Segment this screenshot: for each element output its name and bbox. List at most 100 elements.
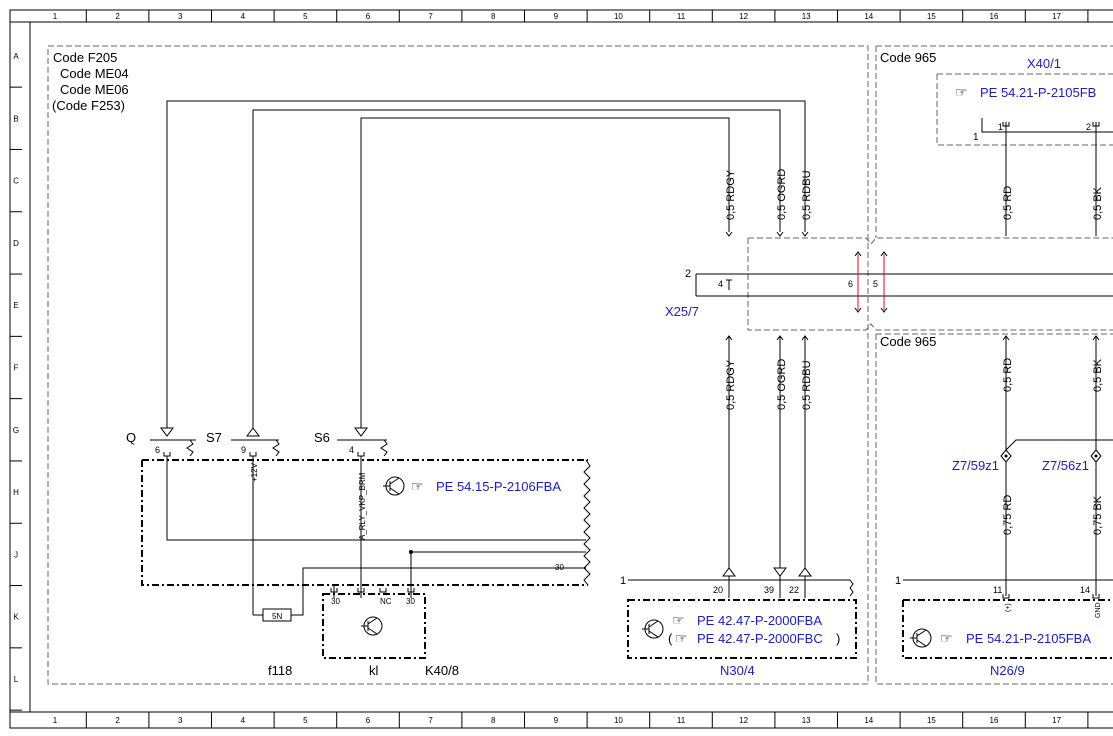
z7-56z1-splice-dot [1094, 454, 1098, 458]
fuse-f118-icon [262, 608, 292, 622]
reference-hand-icon: ☞ [955, 84, 968, 100]
switch-s6-label: S6 [314, 430, 330, 445]
column-label: 12 [739, 12, 748, 21]
wire-label-rd-lower: 0,75 RD [1002, 495, 1014, 535]
column-label: 11 [677, 716, 686, 725]
reference-paren-open: ( [668, 631, 673, 646]
fuse-rating-label: 5N [272, 612, 282, 621]
relay-pin-sockets [330, 588, 415, 593]
code-f253-label: (Code F253) [52, 98, 125, 113]
x40-1-pin2-label: 2 [1086, 122, 1091, 132]
x40-1-connector-border [936, 73, 1113, 146]
column-label: 3 [178, 12, 183, 21]
wire-label-rdgy-bottom: 0,5 RDGY [725, 359, 737, 410]
transistor-icon [383, 476, 405, 496]
transistor-icon [361, 616, 383, 636]
code-f205-label: Code F205 [53, 50, 117, 65]
transistor-icon [910, 628, 932, 648]
x25-7-bridge-terminals [854, 251, 888, 313]
reference-link-2000fbc[interactable]: PE 42.47-P-2000FBC [697, 631, 823, 646]
n26-9-pin14-label: 14 [1080, 585, 1090, 595]
row-label: C [13, 177, 19, 186]
n30-4-break-mark [849, 579, 854, 597]
reference-link-2105fba[interactable]: PE 54.21-P-2105FBA [966, 631, 1091, 646]
n26-9-label: N26/9 [990, 663, 1025, 678]
n26-9-plus-signal: (+) [1005, 603, 1012, 612]
column-label: 5 [303, 716, 308, 725]
relay-kl-label: kl [369, 663, 379, 678]
row-label: H [13, 488, 19, 497]
column-label: 5 [303, 12, 308, 21]
top-wire-terminals [725, 231, 809, 237]
n26-9-module-border [902, 599, 1113, 659]
control-unit-break-mark [583, 459, 591, 586]
mid-wire-terminals [725, 335, 809, 341]
wire-label-ogrd-bottom: 0,5 OGRD [776, 359, 788, 410]
n30-4-label: N30/4 [720, 663, 755, 678]
column-label: 8 [491, 12, 496, 21]
wire-ogrd-top [252, 109, 781, 428]
reference-hand-icon: ☞ [672, 612, 685, 628]
relay-k40-8-label: K40/8 [425, 663, 459, 678]
reference-hand-icon: ☞ [675, 630, 688, 646]
wire-30-feed [302, 567, 586, 598]
code-965-bottom-label: Code 965 [880, 334, 936, 349]
column-label: 4 [241, 12, 246, 21]
wire-q-to-unit [166, 456, 586, 541]
x25-7-pin4-socket [726, 279, 732, 290]
column-label: 3 [178, 716, 183, 725]
column-label: 10 [614, 716, 623, 725]
code-965-top-label: Code 965 [880, 50, 936, 65]
switch-s7-arrow [246, 427, 260, 437]
column-label: 2 [115, 12, 120, 21]
x25-7-bus-lines [695, 273, 1113, 297]
x25-7-pin4-label: 4 [718, 279, 723, 289]
switch-s7-pin-label: 9 [241, 445, 246, 455]
x25-7-bridge-lines [857, 254, 885, 310]
column-label: 12 [739, 716, 748, 725]
x25-7-ref-number: 2 [685, 268, 691, 280]
relay-k40-8-border [322, 593, 426, 659]
column-label: 6 [366, 716, 371, 725]
column-label: 2 [115, 716, 120, 725]
n26-9-ref-number: 1 [895, 575, 901, 587]
z7-59z1-branch [1005, 439, 1113, 451]
x40-1-wires [1005, 122, 1097, 236]
n30-4-pin-arrows [722, 567, 812, 577]
column-label: 10 [614, 12, 623, 21]
junction-dot [409, 550, 413, 554]
wire-fuse-out [291, 598, 304, 616]
n26-9-gnd-signal: GND [1095, 602, 1102, 618]
right-lower-wires [1005, 462, 1097, 596]
column-label: 13 [802, 12, 811, 21]
relay-pin-nc-label: NC [380, 597, 392, 606]
column-label: 4 [241, 716, 246, 725]
wire-label-rd-mid: 0,5 RD [1002, 358, 1014, 392]
row-label: B [13, 114, 18, 123]
reference-link-2106fba[interactable]: PE 54.15-P-2106FBA [436, 479, 561, 494]
wire-label-rdbu-bottom: 0,5 RDBU [801, 360, 813, 410]
column-label: 1 [53, 12, 58, 21]
wire-label-bk-lower: 0,75 BK [1092, 495, 1104, 535]
code-me06-label: Code ME06 [60, 82, 129, 97]
reference-link-2105fb[interactable]: PE 54.21-P-2105FB [980, 85, 1096, 100]
mid-wires-to-n30-4 [728, 336, 806, 568]
n30-4-pin20-label: 20 [713, 585, 723, 595]
wire-label-bk-upper: 0,5 BK [1092, 186, 1104, 220]
x40-1-ref-number: 1 [973, 132, 979, 143]
column-label: 11 [677, 12, 686, 21]
column-label: 17 [1052, 12, 1061, 21]
reference-link-2000fba[interactable]: PE 42.47-P-2000FBA [697, 613, 822, 628]
wire-label-rd-upper: 0,5 RD [1002, 186, 1014, 220]
right-mid-wires [1005, 336, 1097, 450]
right-code-area-top-border [875, 45, 1113, 238]
column-label: 7 [428, 716, 433, 725]
n30-4-pin22-label: 22 [789, 585, 799, 595]
column-label: 9 [554, 716, 559, 725]
z7-59z1-label: Z7/59z1 [952, 458, 999, 473]
x25-7-label: X25/7 [665, 304, 699, 319]
wire-relay-feed [410, 551, 586, 598]
fuse-f118-label: f118 [268, 663, 292, 678]
